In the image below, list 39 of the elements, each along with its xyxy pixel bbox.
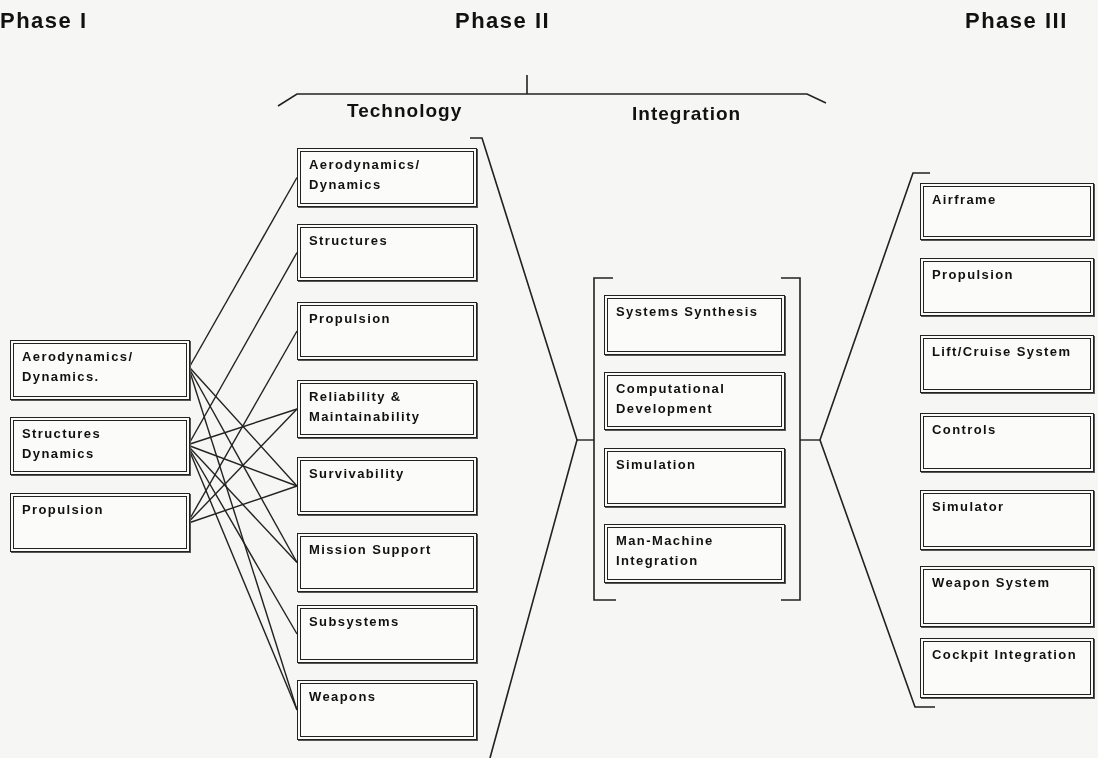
connector-line: [189, 369, 298, 564]
process-box: Airframe: [920, 183, 1094, 240]
process-box: Simulator: [920, 490, 1094, 550]
process-box: Aerodynamics/ Dynamics.: [10, 340, 190, 400]
process-box: Weapon System: [920, 566, 1094, 627]
process-box: Propulsion: [920, 258, 1094, 316]
phase-heading: Phase I: [0, 8, 88, 34]
process-box: Computational Development: [604, 372, 785, 430]
phase-heading: Phase III: [965, 8, 1068, 34]
process-box: Simulation: [604, 448, 785, 507]
process-box: Propulsion: [297, 302, 477, 360]
process-box: Mission Support: [297, 533, 477, 592]
process-box: Propulsion: [10, 493, 190, 552]
connector-line: [189, 367, 298, 487]
process-box: Weapons: [297, 680, 477, 740]
connector-line: [799, 439, 821, 441]
connector-line: [576, 439, 595, 441]
connector-line: [189, 408, 298, 445]
connector-line: [189, 445, 298, 487]
process-box: Structures: [297, 224, 477, 281]
group-heading: Technology: [347, 100, 463, 122]
phase-heading: Phase II: [455, 8, 551, 34]
connector-line: [189, 176, 298, 367]
process-box: Systems Synthesis: [604, 295, 785, 355]
process-box: Controls: [920, 413, 1094, 472]
process-box: Man-Machine Integration: [604, 524, 785, 583]
process-box: Cockpit Integration: [920, 638, 1094, 698]
process-box: Survivability: [297, 457, 477, 515]
connector-line: [189, 251, 298, 443]
connector-line: [189, 449, 298, 635]
process-box: Aerodynamics/ Dynamics: [297, 148, 477, 207]
process-box: Structures Dynamics: [10, 417, 190, 475]
process-box: Reliability & Maintainability: [297, 380, 477, 438]
process-box: Subsystems: [297, 605, 477, 663]
group-heading: Integration: [632, 103, 742, 125]
process-box: Lift/Cruise System: [920, 335, 1094, 393]
connector-line: [189, 447, 298, 564]
connector-line: [189, 408, 298, 522]
connector-line: [189, 485, 298, 524]
